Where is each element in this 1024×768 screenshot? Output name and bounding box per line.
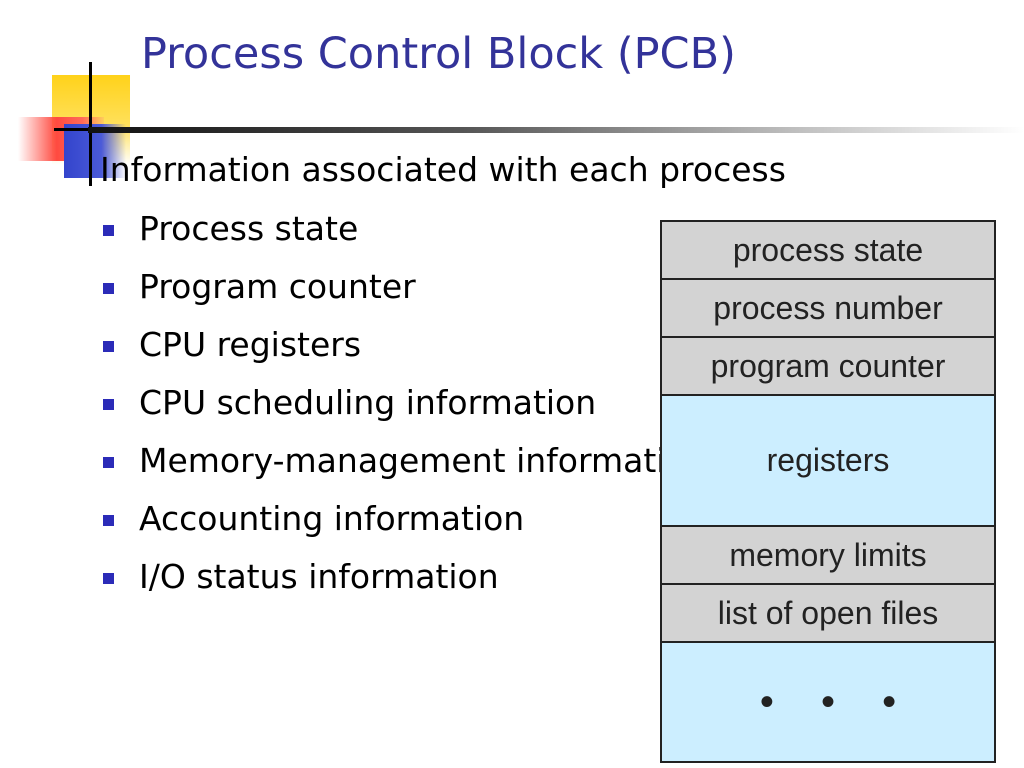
- bullet-text: Program counter: [139, 267, 416, 306]
- bullet-text: Accounting information: [139, 499, 525, 538]
- decorative-vertical-line: [89, 62, 92, 186]
- slide-title: Process Control Block (PCB): [141, 29, 736, 79]
- square-bullet-icon: [103, 573, 114, 584]
- pcb-field-program-counter: program counter: [662, 338, 994, 396]
- pcb-field-memory-limits: memory limits: [662, 527, 994, 585]
- decorative-blue-square: [64, 124, 126, 178]
- square-bullet-icon: [103, 341, 114, 352]
- bullet-text: CPU scheduling information: [139, 383, 597, 422]
- pcb-field-process-number: process number: [662, 280, 994, 338]
- square-bullet-icon: [103, 515, 114, 526]
- pcb-field-more: • • •: [662, 643, 994, 761]
- bullet-text: CPU registers: [139, 325, 362, 364]
- bullet-text: I/O status information: [139, 557, 499, 596]
- square-bullet-icon: [103, 457, 114, 468]
- pcb-field-registers: registers: [662, 396, 994, 527]
- title-divider: [88, 127, 1024, 133]
- square-bullet-icon: [103, 225, 114, 236]
- square-bullet-icon: [103, 283, 114, 294]
- bullet-text: Process state: [139, 209, 359, 248]
- square-bullet-icon: [103, 399, 114, 410]
- bullet-text: Memory-management information: [139, 441, 707, 480]
- pcb-field-process-state: process state: [662, 222, 994, 280]
- ellipsis-text: • • •: [759, 680, 915, 724]
- pcb-field-open-files: list of open files: [662, 585, 994, 643]
- pcb-diagram: process state process number program cou…: [660, 220, 996, 763]
- intro-text: Information associated with each process: [100, 150, 786, 189]
